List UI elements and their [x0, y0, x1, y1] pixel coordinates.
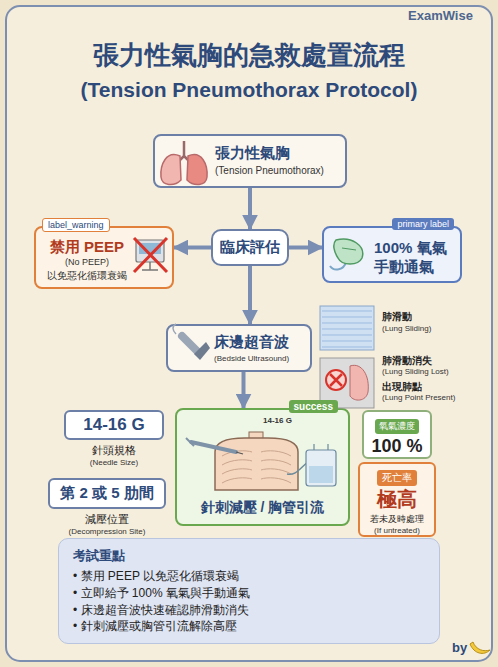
process-box: 臨床評估: [211, 229, 289, 266]
start-box: 張力性氣胸 (Tension Pneumothorax): [153, 134, 347, 188]
node-text: 100% 氧氣: [374, 239, 456, 258]
summary-panel: 考試重點 • 禁用 PEEP 以免惡化循環衰竭• 立即給予 100% 氧氣與手動通…: [58, 538, 440, 644]
flow-arrow: [289, 246, 322, 250]
diagram-title: 張力性氣胸的急救處置流程: [0, 38, 498, 73]
node-heading: 考試重點: [73, 547, 425, 565]
node-text: • 禁用 PEEP 以免惡化循環衰竭: [73, 568, 425, 585]
node-text: 14-16 G: [263, 416, 292, 425]
subtitle: (Tension Pneumothorax Protocol): [0, 78, 498, 102]
node-text: 手動通氣: [374, 258, 456, 277]
image-label: (Lung Sliding): [382, 324, 431, 333]
flow-arrow: [242, 372, 246, 408]
node-heading: 臨床評估: [213, 238, 287, 257]
action-box: primary label100% 氧氣手動通氣: [322, 226, 462, 283]
chest-decompression-figure: [186, 432, 336, 490]
success-box: success14-16 G針刺減壓 / 胸管引流: [175, 408, 350, 526]
node-text: (Needle Size): [64, 458, 164, 467]
watermark: ExamWise: [408, 8, 473, 23]
node-text: (Decompression Site): [48, 527, 166, 536]
node-text: • 立即給予 100% 氧氣與手動通氣: [73, 585, 425, 602]
node-heading: success: [289, 400, 338, 413]
lung-icon: [161, 141, 207, 185]
risk-box: 死亡率極高若未及時處理(If untreated): [358, 462, 436, 537]
node-heading: 張力性氣胸: [215, 144, 339, 163]
node-heading: 第 2 或 5 肋間: [48, 478, 166, 509]
node-text: 禁用 PEEP: [44, 238, 130, 257]
image-label: 出現肺點: [382, 380, 422, 394]
signature: by: [452, 640, 467, 655]
lung-point-image: [320, 358, 374, 408]
node-text: 以免惡化循環衰竭: [44, 269, 130, 283]
image-label: 肺滑動: [382, 310, 412, 324]
node-heading: 死亡率: [377, 470, 417, 486]
node-text: • 床邊超音波快速確認肺滑動消失: [73, 602, 425, 619]
page-frame: [6, 6, 492, 661]
ultrasound-probe-icon: [173, 324, 210, 360]
node-heading: label_warning: [42, 218, 110, 232]
node-text: (If untreated): [360, 526, 434, 535]
parameter-box: 14-16 G 針頭規格(Needle Size): [64, 410, 164, 467]
image-label: (Lung Sliding Lost): [382, 367, 449, 376]
flow-arrow: [248, 266, 252, 324]
node-text: (Tension Pneumothorax): [215, 165, 339, 176]
node-text: • 針刺減壓或胸管引流解除高壓: [73, 618, 425, 635]
node-text: (Bedside Ultrasound): [214, 354, 306, 363]
parameter-box: 第 2 或 5 肋間減壓位置(Decompression Site): [48, 478, 166, 536]
warning-box: label_warning禁用 PEEP(No PEEP)以免惡化循環衰竭: [34, 226, 174, 289]
node-text: 針頭規格: [64, 443, 164, 458]
oxygen-mask-icon: [330, 239, 363, 269]
image-label: 肺滑動消失: [382, 354, 432, 368]
image-label: (Lung Point Present): [382, 393, 455, 402]
node-text: 減壓位置: [48, 512, 166, 527]
node-heading: 氧氣濃度: [375, 419, 419, 434]
flow-arrow: [174, 246, 211, 250]
node-text: 若未及時處理: [360, 513, 434, 526]
node-heading: primary label: [392, 218, 454, 230]
node-heading: 14-16 G: [64, 410, 164, 440]
banana-icon: [470, 642, 490, 653]
node-text: (No PEEP): [44, 257, 130, 267]
ventilator-icon: [134, 238, 167, 272]
process-box: 床邊超音波 (Bedside Ultrasound): [166, 324, 312, 372]
node-text: 100 %: [364, 436, 430, 457]
node-heading: 床邊超音波: [214, 333, 306, 352]
node-text: 針刺減壓 / 胸管引流: [177, 499, 348, 517]
flow-arrow: [248, 188, 252, 229]
value-box: 氧氣濃度 100 %: [362, 410, 432, 459]
lung-sliding-image: [320, 306, 374, 350]
node-text: 極高: [360, 486, 434, 513]
